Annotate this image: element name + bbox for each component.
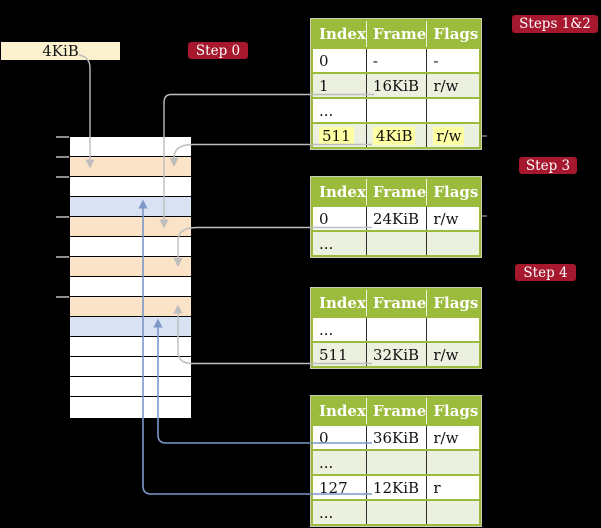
- table-row: 0--: [312, 47, 480, 73]
- memory-frame-row-white: [69, 236, 191, 257]
- column-header-index: Index: [312, 289, 367, 317]
- column-header-index: Index: [312, 178, 367, 206]
- column-header-flags: Flags: [426, 397, 480, 425]
- table-cell: 127: [312, 474, 367, 500]
- table-cell: -: [426, 47, 480, 73]
- table-cell: r/w: [426, 205, 480, 231]
- ruler-tick: [56, 216, 69, 218]
- memory-frame-row-white: [69, 396, 191, 417]
- column-header-frame: Frame: [366, 397, 428, 425]
- connector-stub: [482, 135, 487, 137]
- table-cell: ...: [312, 316, 367, 342]
- table-cell: [426, 97, 480, 123]
- ruler-tick: [56, 176, 69, 178]
- table-cell: 0: [312, 205, 367, 231]
- table-cell: 24KiB: [366, 205, 428, 231]
- table-cell: 511: [312, 122, 367, 148]
- table-cell: 1: [312, 72, 367, 98]
- table-cell: [366, 449, 428, 475]
- memory-frame-row-white: [69, 176, 191, 197]
- ruler-tick: [56, 156, 69, 158]
- table-cell: [366, 97, 428, 123]
- table-cell: [366, 316, 428, 342]
- table-row: 511 4KiB r/w: [312, 122, 480, 148]
- table-cell: 12KiB: [366, 474, 428, 500]
- memory-frame-row-orange: [69, 256, 191, 277]
- table-cell: r/w: [426, 122, 480, 148]
- table-cell: ...: [312, 499, 367, 525]
- table-cell: [366, 499, 428, 525]
- column-header-frame: Frame: [366, 289, 428, 317]
- memory-frame-row-orange: [69, 216, 191, 237]
- table-cell: ...: [312, 230, 367, 256]
- table-cell: 511: [312, 341, 367, 367]
- ruler-tick: [56, 136, 69, 138]
- table-cell: 4KiB: [366, 122, 428, 148]
- badge-steps-1-2: Steps 1&2: [512, 15, 598, 33]
- table-cell: 0: [312, 47, 367, 73]
- table-row: ...: [312, 316, 480, 342]
- badge-step-4: Step 4: [515, 264, 576, 281]
- table-cell: [366, 230, 428, 256]
- table-cell: 16KiB: [366, 72, 428, 98]
- table-cell: -: [366, 47, 428, 73]
- column-header-frame: Frame: [366, 178, 428, 206]
- table-cell: [426, 316, 480, 342]
- memory-frame-row-blue: [69, 196, 191, 217]
- column-header-frame: Frame: [366, 20, 428, 48]
- table-cell: r/w: [426, 341, 480, 367]
- table-cell: ...: [312, 97, 367, 123]
- highlighted-value: 511: [319, 126, 354, 145]
- table-row: ...: [312, 499, 480, 525]
- connector-stub: [482, 215, 487, 217]
- column-header-index: Index: [312, 20, 367, 48]
- table-cell: r: [426, 474, 480, 500]
- badge-step-3: Step 3: [519, 157, 577, 174]
- table-cell: [426, 449, 480, 475]
- physical-memory-column: [68, 135, 192, 419]
- column-header-index: Index: [312, 397, 367, 425]
- table-cell: [426, 499, 480, 525]
- badge-step-0: Step 0: [188, 42, 248, 59]
- memory-frame-row-white: [69, 276, 191, 297]
- table-cell: [426, 230, 480, 256]
- table-row: ...: [312, 449, 480, 475]
- memory-frame-row-white: [69, 376, 191, 397]
- table-cell: 0: [312, 424, 367, 450]
- memory-frame-row-white: [69, 136, 191, 157]
- table-row: ...: [312, 97, 480, 123]
- highlighted-value: 4KiB: [372, 126, 416, 145]
- column-header-flags: Flags: [426, 20, 480, 48]
- table-cell: r/w: [426, 72, 480, 98]
- table-row: ...: [312, 230, 480, 256]
- memory-frame-row-orange: [69, 156, 191, 177]
- table-cell: 36KiB: [366, 424, 428, 450]
- table-cell: 32KiB: [366, 341, 428, 367]
- table-cell: ...: [312, 449, 367, 475]
- ruler-tick: [56, 296, 69, 298]
- column-header-flags: Flags: [426, 289, 480, 317]
- highlighted-value: r/w: [433, 126, 465, 145]
- memory-frame-row-blue: [69, 316, 191, 337]
- ruler-tick: [56, 256, 69, 258]
- memory-frame-row-white: [69, 336, 191, 357]
- column-header-flags: Flags: [426, 178, 480, 206]
- memory-frame-row-white: [69, 356, 191, 377]
- memory-frame-row-orange: [69, 296, 191, 317]
- table-cell: r/w: [426, 424, 480, 450]
- root-frame-label: 4KiB: [1, 42, 120, 60]
